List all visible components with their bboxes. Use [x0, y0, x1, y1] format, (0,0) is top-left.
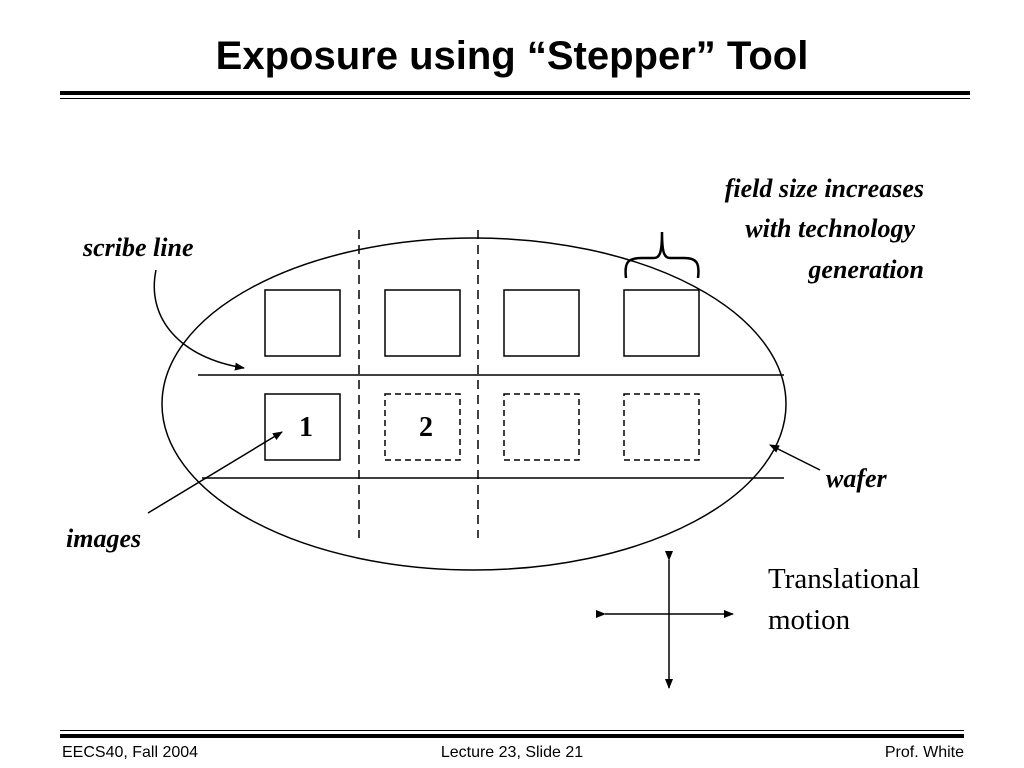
image-field-bottom-4: [623, 393, 700, 461]
title-rule-thick: [60, 91, 970, 95]
scribe-line-label: scribe line: [82, 233, 194, 262]
footer-course: EECS40, Fall 2004: [62, 744, 199, 761]
field-size-label-line3: generation: [807, 255, 924, 284]
image-field-bottom-1: [264, 393, 341, 461]
translational-motion-label-line1: Translational: [768, 563, 920, 595]
image-field-bottom-3: [503, 393, 580, 461]
images-arrow: [147, 431, 283, 514]
footer-author: Prof. White: [884, 744, 964, 761]
image-field-top-2: [384, 289, 461, 357]
image-field-top-3: [503, 289, 580, 357]
footer-rule-thin: [60, 730, 964, 731]
wafer-label: wafer: [826, 464, 888, 493]
image-field-top-1: [264, 289, 341, 357]
footer-lecture: Lecture 23, Slide 21: [440, 744, 584, 761]
images-label: images: [66, 524, 141, 553]
image-number-2: 2: [419, 412, 433, 443]
field-size-brace: [624, 231, 700, 279]
wafer-arrow: [769, 444, 821, 471]
title-rule-thin: [60, 98, 970, 99]
translational-motion-label-line2: motion: [768, 604, 851, 636]
scribe-line-arrow: [153, 269, 245, 371]
wafer-outline: [161, 237, 787, 571]
footer-rule-thick: [60, 734, 964, 738]
field-size-label-line2: with technology: [745, 214, 915, 243]
image-field-top-4: [623, 289, 700, 357]
field-size-label-line1: field size increases: [725, 174, 924, 203]
image-number-1: 1: [299, 412, 313, 443]
slide-title: Exposure using “Stepper” Tool: [215, 34, 809, 78]
